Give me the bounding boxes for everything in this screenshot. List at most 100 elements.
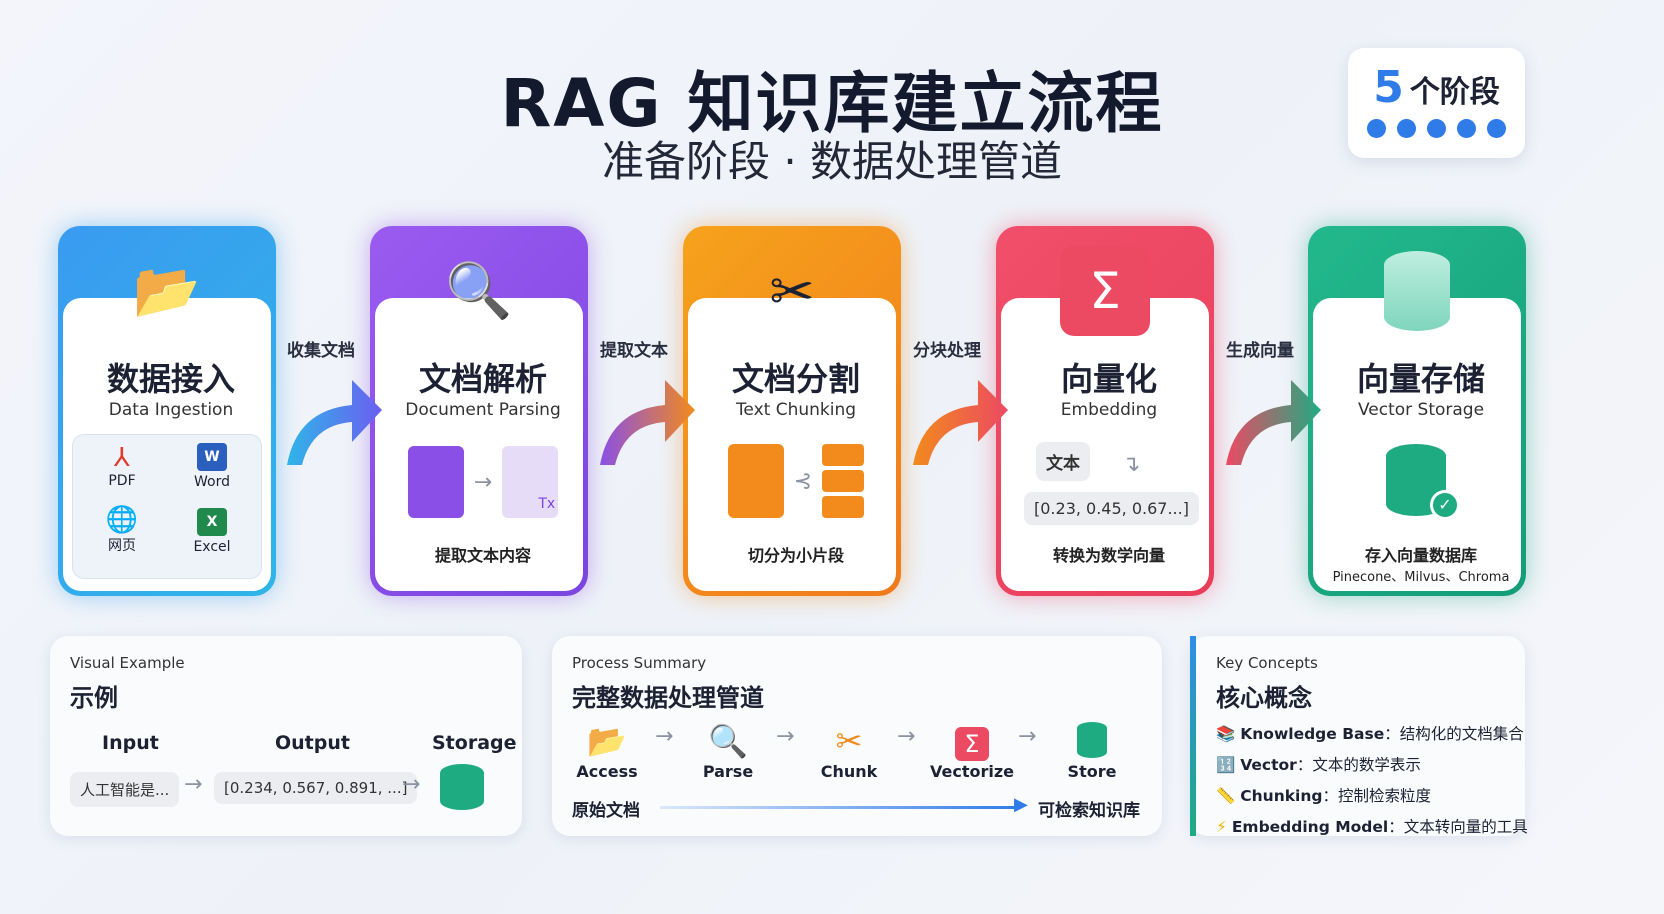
pipeline-end-label: 可检索知识库: [1038, 801, 1140, 821]
scissors-icon: ✂: [769, 259, 815, 323]
step-label: Chunk: [820, 762, 878, 781]
database-check-icon: [440, 764, 484, 810]
vector-db-examples: Pinecone、Milvus、Chroma: [1332, 570, 1510, 585]
split-arrow-icon: ⊰: [793, 468, 813, 494]
arrow-label: 生成向量: [1226, 341, 1294, 361]
flow-arrow-icon: [913, 380, 1008, 465]
panel-title: 示例: [70, 684, 118, 712]
step-label: Store: [1067, 762, 1117, 781]
file-type-web: 🌐 网页: [77, 505, 167, 570]
books-icon: 📚: [1216, 725, 1236, 743]
stage-caption: 提取文本内容: [434, 546, 531, 565]
file-type-label: 网页: [108, 538, 136, 554]
document-icon: [727, 444, 784, 518]
arrow-right-icon: →: [402, 772, 421, 797]
file-type-pdf: ⅄PDF: [77, 443, 167, 505]
page-title: RAG 知识库建立流程: [500, 65, 1164, 142]
pdf-icon: ⅄: [114, 443, 130, 473]
dot: [1487, 119, 1506, 138]
stage-title: 文档分割: [731, 360, 860, 398]
step-label: Parse: [702, 762, 754, 781]
folder-icon: 📂: [133, 259, 201, 322]
arrow-right-icon: →: [184, 772, 203, 797]
column-output: Output: [275, 732, 350, 754]
folder-icon: 📂: [587, 722, 627, 760]
dot: [1397, 119, 1416, 138]
panel-label: Visual Example: [70, 654, 185, 672]
panel-label: Process Summary: [572, 654, 707, 672]
stage-dots: [1348, 119, 1525, 138]
panel-label: Key Concepts: [1216, 654, 1318, 672]
arrow-label: 分块处理: [913, 341, 981, 361]
column-input: Input: [102, 732, 159, 754]
file-type-label: Excel: [193, 539, 231, 555]
file-type-label: Word: [194, 474, 230, 490]
flow-arrow-icon: [1226, 380, 1321, 465]
text-extract-icon: Tx: [502, 446, 559, 518]
stage-title: 数据接入: [106, 360, 235, 398]
down-arrow-icon: ↴: [1122, 452, 1141, 477]
file-type-label: PDF: [108, 473, 136, 489]
dot: [1457, 119, 1476, 138]
arrow-label: 提取文本: [600, 341, 668, 361]
step-label: Vectorize: [930, 762, 1015, 781]
sigma-icon: Σ: [930, 722, 1014, 762]
stage-card-storage: 向量存储 Vector Storage ✓ 存入向量数据库 Pinecone、M…: [1308, 226, 1526, 596]
dot: [1427, 119, 1446, 138]
arrow-right-icon: →: [897, 724, 916, 749]
stage-caption: 存入向量数据库: [1364, 546, 1477, 565]
parse-illustration: → Tx: [374, 446, 592, 518]
stage-caption: 切分为小片段: [747, 546, 844, 565]
example-input: 人工智能是...: [70, 772, 180, 807]
arrow-label: 收集文档: [287, 341, 355, 361]
stage-subtitle: Embedding: [1060, 400, 1158, 420]
stage-subtitle: Text Chunking: [735, 400, 857, 420]
panel-title: 完整数据处理管道: [572, 684, 764, 712]
document-search-icon: 🔍: [445, 259, 513, 322]
concept-desc: ：结构化的文档集合: [1384, 725, 1524, 743]
concept-desc: ：文本的数学表示: [1296, 756, 1421, 774]
globe-icon: 🌐: [105, 505, 139, 535]
stage-subtitle: Vector Storage: [1357, 400, 1485, 420]
concept-term: Embedding Model: [1231, 818, 1389, 836]
scissors-icon: ✂: [835, 722, 863, 760]
step-label: Access: [576, 762, 638, 781]
stage-subtitle: Document Parsing: [405, 400, 561, 420]
visual-example-panel: Visual Example 示例 Input Output Storage 人…: [50, 636, 522, 836]
card-body: [375, 298, 583, 591]
card-body: [1001, 298, 1209, 591]
arrow-right-icon: →: [473, 469, 493, 495]
concept-desc: ：控制检索粒度: [1322, 787, 1431, 805]
pipeline-step-access: 📂 Access: [572, 722, 642, 781]
panel-title: 核心概念: [1216, 684, 1312, 712]
concept-term: Chunking: [1240, 787, 1323, 805]
stage-title: 向量存储: [1356, 360, 1485, 398]
concept-item: 📏 Chunking：控制检索粒度: [1216, 784, 1505, 806]
database-icon: [1057, 722, 1127, 762]
document-icon: [407, 446, 464, 518]
pipeline-step-parse: 🔍 Parse: [693, 722, 763, 781]
lightning-icon: ⚡: [1216, 818, 1227, 836]
search-icon: 🔍: [708, 722, 748, 760]
stage-title: 向量化: [1060, 360, 1157, 398]
concept-item: ⚡ Embedding Model：文本转向量的工具: [1216, 815, 1528, 837]
dot: [1367, 119, 1386, 138]
flow-arrow-icon: [600, 380, 695, 465]
process-summary-panel: Process Summary 完整数据处理管道 📂 Access → 🔍 Pars…: [552, 636, 1162, 836]
key-concepts-panel: Key Concepts 核心概念 📚 Knowledge Base：结构化的文…: [1190, 636, 1528, 837]
vector-icon: 🔢: [1216, 756, 1236, 774]
stage-subtitle: Data Ingestion: [108, 400, 234, 420]
excel-icon: X: [197, 508, 227, 536]
database-icon: [1372, 246, 1462, 336]
pipeline-start-label: 原始文档: [572, 801, 640, 821]
vector-chip: [0.23, 0.45, 0.67...]: [1024, 492, 1199, 525]
progress-line: [660, 806, 1020, 809]
arrow-right-icon: →: [655, 724, 674, 749]
stage-caption: 转换为数学向量: [1052, 546, 1165, 565]
stage-count-label: 个阶段: [1409, 75, 1500, 110]
stage-card-chunking: ✂ 文档分割 Text Chunking ⊰ 切分为小片段: [683, 226, 901, 596]
arrow-head-icon: ▶: [1014, 794, 1028, 815]
concept-term: Knowledge Base: [1240, 725, 1385, 743]
